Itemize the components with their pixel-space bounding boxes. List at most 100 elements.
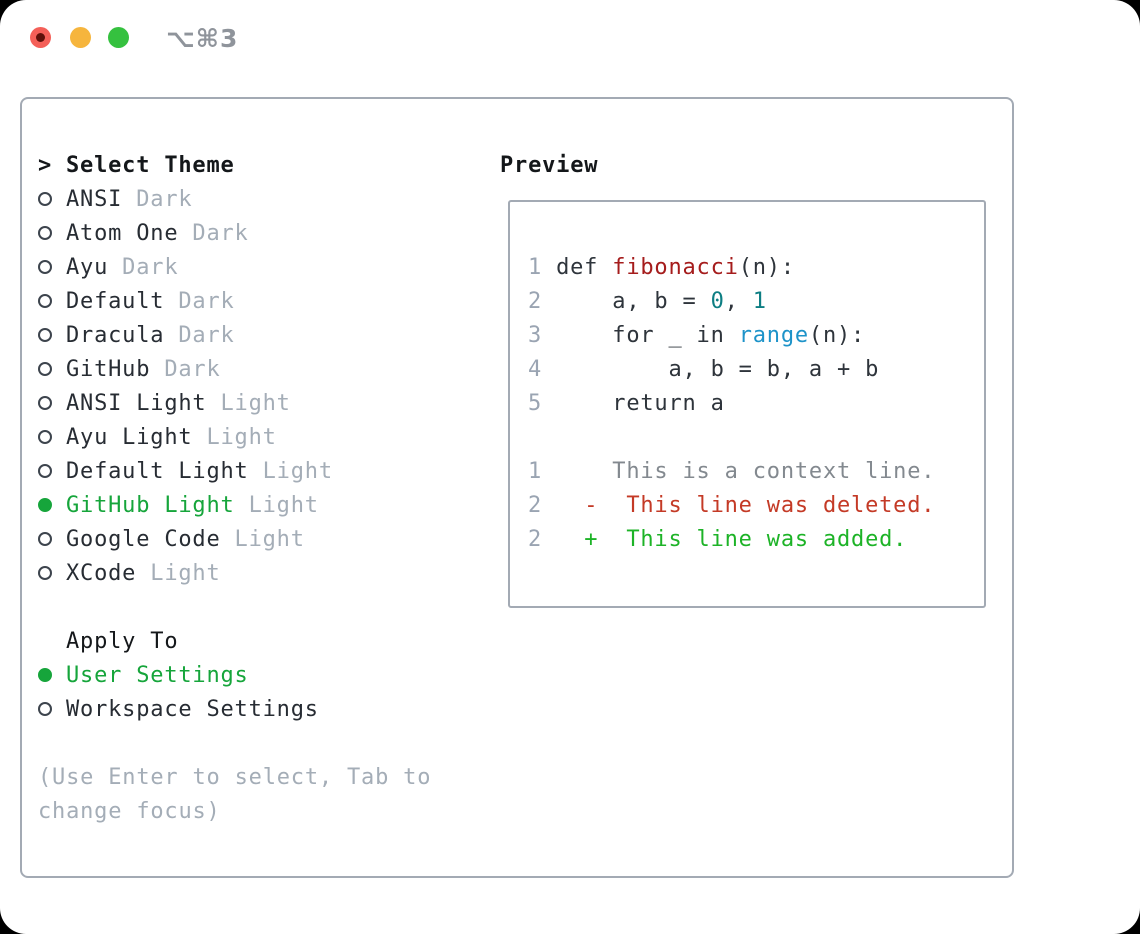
option-label: ANSI Dark	[66, 186, 193, 212]
code-line: 1 This is a context line.	[528, 454, 935, 488]
hint-text: change focus)	[38, 798, 221, 824]
option-label: Ayu Light Light	[66, 424, 277, 450]
code-line: 4 a, b = b, a + b	[528, 352, 935, 386]
code-line: 2 a, b = 0, 1	[528, 284, 935, 318]
variant-tag: Light	[192, 424, 277, 450]
spacer	[38, 590, 431, 624]
theme-option-ansi[interactable]: ANSI Dark	[38, 182, 431, 216]
line-number: 2	[528, 492, 557, 518]
code-segment	[556, 493, 584, 518]
hint-row-2: change focus)	[38, 794, 431, 828]
theme-option-default[interactable]: Default Dark	[38, 284, 431, 318]
line-number: 2	[528, 526, 557, 552]
preview-title: Preview	[500, 152, 599, 178]
radio-icon	[38, 464, 52, 478]
option-label: Default Dark	[66, 288, 235, 314]
variant-tag: Light	[206, 390, 291, 416]
code-segment: (n):	[738, 254, 795, 280]
code-line: 2 + This line was added.	[528, 522, 935, 556]
code-segment: This is a context line.	[556, 458, 936, 484]
line-number: 1	[528, 254, 557, 280]
variant-tag: Dark	[122, 186, 193, 212]
theme-option-ayu[interactable]: Ayu Dark	[38, 250, 431, 284]
code-segment: a, b = b, a + b	[556, 356, 880, 382]
radio-selected-icon	[38, 668, 52, 682]
option-label: XCode Light	[66, 560, 221, 586]
radio-icon	[38, 328, 52, 342]
option-label: User Settings	[66, 662, 249, 688]
variant-tag: Light	[248, 458, 333, 484]
radio-icon	[38, 532, 52, 546]
theme-picker-header: > Select Theme	[38, 148, 431, 182]
theme-option-ansi-light[interactable]: ANSI Light Light	[38, 386, 431, 420]
code-line: 1 def fibonacci(n):	[528, 250, 935, 284]
radio-icon	[38, 294, 52, 308]
radio-icon	[38, 430, 52, 444]
code-line: 5 return a	[528, 386, 935, 420]
theme-option-dracula[interactable]: Dracula Dark	[38, 318, 431, 352]
variant-tag: Dark	[108, 254, 179, 280]
preview-header: Preview	[500, 148, 598, 182]
variant-tag: Dark	[178, 220, 249, 246]
option-label: Atom One Dark	[66, 220, 249, 246]
option-label: GitHub Light Light	[66, 492, 319, 518]
apply-option-user-settings[interactable]: User Settings	[38, 658, 431, 692]
theme-option-ayu-light[interactable]: Ayu Light Light	[38, 420, 431, 454]
option-label: Ayu Dark	[66, 254, 179, 280]
option-label: Default Light Light	[66, 458, 333, 484]
theme-option-github-light[interactable]: GitHub Light Light	[38, 488, 431, 522]
prompt-chevron-icon: >	[38, 152, 53, 178]
variant-tag: Dark	[164, 288, 235, 314]
code-segment: def	[556, 254, 613, 280]
theme-option-atom-one[interactable]: Atom One Dark	[38, 216, 431, 250]
theme-option-github[interactable]: GitHub Dark	[38, 352, 431, 386]
title-bar: ⌥⌘3	[0, 0, 1140, 75]
option-label: GitHub Dark	[66, 356, 221, 382]
code-line: 3 for _ in range(n):	[528, 318, 935, 352]
close-button[interactable]	[30, 27, 51, 48]
variant-tag: Light	[136, 560, 221, 586]
zoom-button[interactable]	[108, 27, 129, 48]
code-segment: ,	[724, 288, 753, 314]
line-number: 1	[528, 458, 557, 484]
line-number: 5	[528, 390, 557, 416]
theme-option-google-code[interactable]: Google Code Light	[38, 522, 431, 556]
code-segment	[556, 527, 584, 552]
option-label: Workspace Settings	[66, 696, 319, 722]
window-title: ⌥⌘3	[166, 24, 239, 53]
line-number: 2	[528, 288, 557, 314]
code-segment: range	[738, 322, 809, 348]
apply-to-title: Apply To	[66, 628, 179, 654]
theme-option-default-light[interactable]: Default Light Light	[38, 454, 431, 488]
hint-row-1: (Use Enter to select, Tab to	[38, 760, 431, 794]
radio-icon	[38, 226, 52, 240]
apply-option-workspace-settings[interactable]: Workspace Settings	[38, 692, 431, 726]
radio-icon	[38, 702, 52, 716]
code-segment: a, b =	[556, 288, 711, 314]
close-record-dot-icon	[36, 33, 45, 42]
radio-icon	[38, 396, 52, 410]
code-segment: fibonacci	[612, 254, 739, 280]
minimize-button[interactable]	[70, 27, 91, 48]
blank-line	[528, 420, 935, 454]
radio-icon	[38, 566, 52, 580]
spacer	[38, 726, 431, 760]
code-segment: return a	[556, 390, 725, 416]
hint-text: (Use Enter to select, Tab to	[38, 764, 432, 790]
code-segment: for _ in	[556, 322, 739, 348]
code-segment: (n):	[808, 322, 866, 348]
radio-selected-icon	[38, 498, 52, 512]
theme-option-xcode[interactable]: XCode Light	[38, 556, 431, 590]
apply-to-header: Apply To	[38, 624, 431, 658]
line-number: 3	[528, 322, 557, 348]
radio-icon	[38, 192, 52, 206]
radio-icon	[38, 362, 52, 376]
variant-tag: Dark	[164, 322, 235, 348]
line-number: 4	[528, 356, 557, 382]
option-label: Dracula Dark	[66, 322, 235, 348]
